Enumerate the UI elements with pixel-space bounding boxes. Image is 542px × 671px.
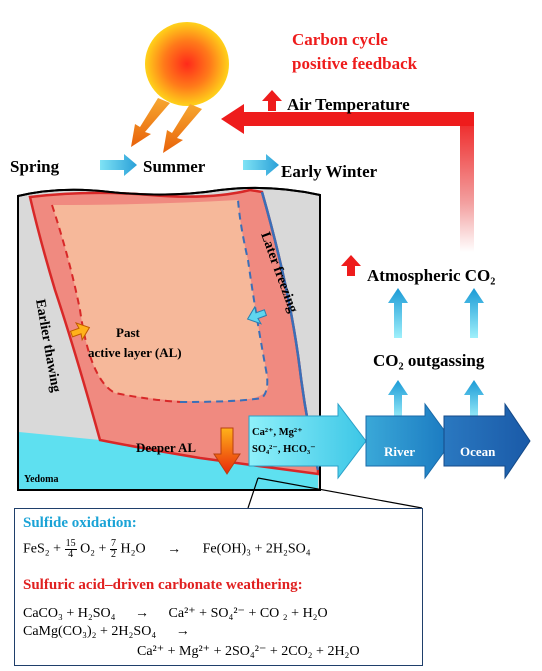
- equation-dolomite-reactants: CaMg(CO₃)₂ + 2H₂SO₄ →: [23, 624, 206, 640]
- eq1-products: Fe(OH)₃ + 2H₂SO₄: [202, 541, 311, 557]
- atmospheric-co2-label: Atmospheric CO₂: [367, 266, 495, 285]
- freezing-arrow-icon: [246, 305, 268, 325]
- ions-arrow-icon: [248, 402, 367, 480]
- eq1-arrow: →: [167, 541, 182, 557]
- callout-line: [257, 477, 423, 509]
- river-arrow-icon: [365, 402, 453, 480]
- ocean-arrow-icon: [443, 402, 531, 480]
- sulfide-oxidation-title: Sulfide oxidation:: [23, 515, 137, 531]
- eq1-term-b: O₂ +: [80, 541, 107, 557]
- eq1-frac2-den: 2: [110, 549, 116, 560]
- headline-line1: Carbon cycle: [292, 30, 388, 49]
- co2-flow-arrows-icon: [388, 288, 484, 420]
- sun-icon: [145, 22, 229, 106]
- ions-label-line2: SO₄²⁻, HCO₃⁻: [252, 444, 316, 455]
- eq2-reactants: CaCO₃ + H₂SO₄: [23, 606, 116, 621]
- eq2-products: Ca²⁺ + SO₄²⁻ + CO ₂ + H₂O: [168, 606, 328, 621]
- sun-rays-icon: [131, 98, 202, 153]
- spring-label: Spring: [10, 157, 60, 176]
- eq1-frac1-den: 4: [68, 549, 74, 560]
- deeper-al-arrow-icon: [213, 427, 241, 475]
- temperature-up-icon: [262, 90, 282, 111]
- thawing-arrow-icon: [69, 321, 91, 342]
- eq3-products: Ca²⁺ + Mg²⁺ + 2SO₄²⁻ + 2CO₂ + 2H₂O: [137, 644, 360, 659]
- summer-label: Summer: [143, 157, 206, 176]
- headline-line2: positive feedback: [292, 54, 418, 73]
- soil-profile: [17, 186, 321, 491]
- co2-outgassing-label: CO₂ outgassing: [373, 351, 485, 370]
- spring-summer-arrow-icon: [100, 154, 137, 176]
- yedoma-label: Yedoma: [24, 474, 58, 485]
- equation-calcite: CaCO₃ + H₂SO₄ → Ca²⁺ + SO₄²⁻ + CO ₂ + H₂…: [23, 605, 328, 622]
- equation-dolomite-products: Ca²⁺ + Mg²⁺ + 2SO₄²⁻ + 2CO₂ + 2H₂O: [137, 643, 360, 660]
- early-winter-label: Early Winter: [281, 162, 378, 181]
- carbonate-weathering-title: Sulfuric acid–driven carbonate weatherin…: [23, 577, 303, 593]
- deeper-al-label: Deeper AL: [136, 440, 196, 455]
- past-al-label-line1: Past: [116, 325, 141, 340]
- ocean-label: Ocean: [460, 444, 496, 459]
- past-active-layer: [52, 200, 269, 402]
- feedback-arrow-icon: [221, 104, 474, 252]
- co2-up-icon: [341, 255, 361, 276]
- callout-line: [247, 477, 259, 509]
- eq1-frac1-num: 15: [64, 538, 77, 550]
- eq3-arrow: →: [175, 624, 190, 639]
- eq3-reactants: CaMg(CO₃)₂ + 2H₂SO₄: [23, 624, 157, 639]
- ions-label-line1: Ca²⁺, Mg²⁺: [252, 427, 303, 438]
- eq1-term-a: FeS₂ +: [23, 541, 62, 557]
- eq1-term-c: H₂O: [120, 541, 146, 557]
- eq2-arrow: →: [135, 606, 150, 621]
- air-temperature-label: Air Temperature: [287, 95, 410, 114]
- summer-winter-arrow-icon: [243, 154, 279, 176]
- yedoma-layer: [19, 432, 318, 489]
- past-al-label-line2: active layer (AL): [88, 345, 182, 360]
- eq1-frac2-num: 7: [109, 538, 117, 550]
- river-label: River: [384, 444, 415, 459]
